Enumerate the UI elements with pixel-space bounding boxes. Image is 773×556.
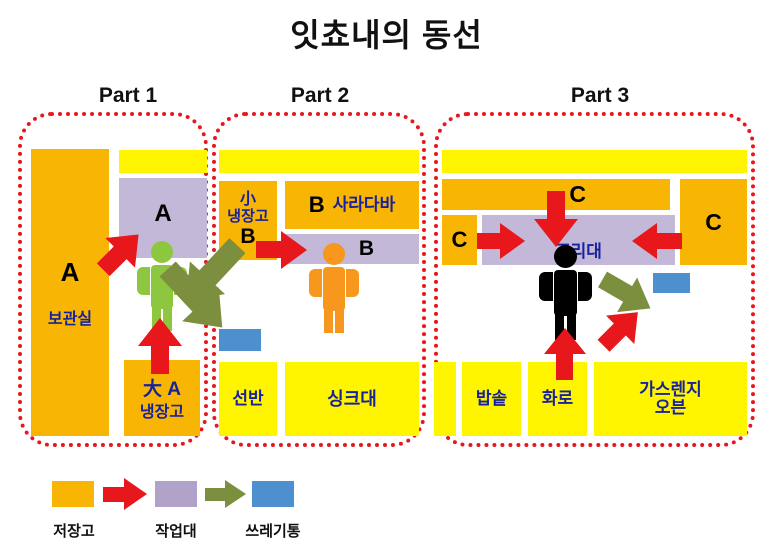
part2-shelf-label: 선반 <box>232 389 264 409</box>
legend-swatch-worktop <box>155 481 197 507</box>
part2-worker-orange <box>305 243 361 333</box>
part2-sink: 싱크대 <box>285 362 419 436</box>
legend-swatch-storage <box>52 481 94 507</box>
part2-small-fridge-letter: B <box>240 224 256 248</box>
arrow-shaft <box>477 233 503 249</box>
part2-trash-bin <box>219 329 261 351</box>
page-title: 잇쵸내의 동선 <box>290 17 483 53</box>
person-left-leg-icon <box>555 310 564 340</box>
person-head-icon <box>323 243 345 265</box>
part2-worktop-letter: B <box>358 237 374 260</box>
arrow-shaft <box>656 233 682 249</box>
part3-right-letter: C <box>705 208 722 235</box>
part1-large-fridge: 大 A 냉장고 <box>124 360 200 436</box>
arrow-shaft <box>256 241 284 258</box>
arrow-shaft <box>205 488 228 501</box>
person-torso-icon <box>554 270 577 316</box>
person-left-arm-icon <box>539 272 553 301</box>
part3-rice-cooker: 밥솥 <box>462 362 521 436</box>
arrow-head <box>124 478 147 510</box>
person-right-arm-icon <box>578 272 592 301</box>
part2-sink-label: 싱크대 <box>327 388 377 409</box>
part3-left-letter: C <box>451 227 468 252</box>
part1-top-yellow-unit <box>119 150 207 173</box>
legend-label-trash: 쓰레기통 <box>245 523 301 540</box>
part3-gas-oven: 가스렌지 오븐 <box>594 362 747 436</box>
person-right-leg-icon <box>335 305 344 333</box>
arrow-head <box>281 231 307 269</box>
part3-top-yellow-unit <box>442 150 747 173</box>
arrow-head <box>632 223 657 259</box>
part3-trash-bin <box>653 273 690 293</box>
arrow-shaft <box>103 487 127 502</box>
arrow-head <box>544 328 586 354</box>
part2-small-fridge-label-2: 냉장고 <box>227 208 269 226</box>
part2-salad-bar: B 사라다바 <box>285 181 419 229</box>
part2-worktop: B <box>285 234 419 264</box>
person-left-arm-icon <box>309 269 322 297</box>
part3-left-bottom-unit <box>434 362 456 436</box>
part1-worktop-letter: A <box>154 200 172 227</box>
part1-fridge-label: 냉장고 <box>139 404 185 422</box>
legend-green-arrow-icon <box>205 480 249 508</box>
part-1-caption: Part 1 <box>98 84 158 107</box>
arrow-shaft <box>556 352 573 380</box>
part1-fridge-letter-text: 大 A <box>142 379 181 401</box>
part1-arrow-fridge-to-worker <box>138 318 182 374</box>
part2-small-fridge-label-1: 小 <box>239 191 256 209</box>
legend-red-arrow-icon <box>103 478 149 510</box>
part-3-frame <box>434 112 755 447</box>
arrow-head <box>534 219 578 247</box>
arrow-head <box>138 318 182 346</box>
part3-top-letter: C <box>569 181 586 207</box>
part2-arrow-fridge-to-worktop <box>256 230 308 270</box>
part2-salad-bar-letter: B <box>308 192 325 217</box>
part3-arrow-top-to-worktop <box>534 191 578 247</box>
part-2-caption: Part 2 <box>290 84 350 107</box>
legend-swatch-trash <box>252 481 294 507</box>
part3-stove-label: 화로 <box>541 389 574 409</box>
part2-top-yellow-unit <box>219 150 419 173</box>
arrow-head <box>225 480 246 508</box>
legend-label-storage: 저장고 <box>53 523 95 540</box>
part3-rice-cooker-label: 밥솥 <box>475 389 508 409</box>
part-3-caption: Part 3 <box>570 84 630 107</box>
part3-gas-oven-label-1: 가스렌지 <box>639 380 702 400</box>
person-right-leg-icon <box>163 303 172 331</box>
person-left-arm-icon <box>137 267 150 295</box>
person-head-icon <box>554 245 577 268</box>
arrow-head <box>500 223 525 259</box>
legend-label-worktop: 작업대 <box>155 523 197 540</box>
person-left-leg-icon <box>324 305 333 333</box>
part1-storage-letter: A <box>60 256 80 287</box>
part2-shelf: 선반 <box>219 362 277 436</box>
part3-gas-oven-label-2: 오븐 <box>654 398 687 417</box>
person-right-arm-icon <box>346 269 359 297</box>
part1-fridge-letter: 大 A <box>143 374 181 401</box>
part3-right-storage: C <box>680 179 747 265</box>
part3-worker-black <box>535 245 593 340</box>
part3-arrow-right-to-worktop <box>632 222 682 260</box>
person-left-leg-icon <box>152 303 161 331</box>
part3-arrow-left-to-worktop <box>477 222 527 260</box>
part3-arrow-stove-to-worker <box>544 328 586 380</box>
part2-salad-bar-label: 사라다바 <box>332 195 396 215</box>
part3-left-storage: C <box>442 215 477 265</box>
person-torso-icon <box>323 267 345 311</box>
part1-storage-label: 보관실 <box>47 310 93 328</box>
arrow-shaft <box>151 344 169 374</box>
part1-storage-room: A 보관실 <box>31 149 109 436</box>
arrow-shaft <box>547 191 565 221</box>
person-right-leg-icon <box>567 310 576 340</box>
person-head-icon <box>151 241 173 263</box>
